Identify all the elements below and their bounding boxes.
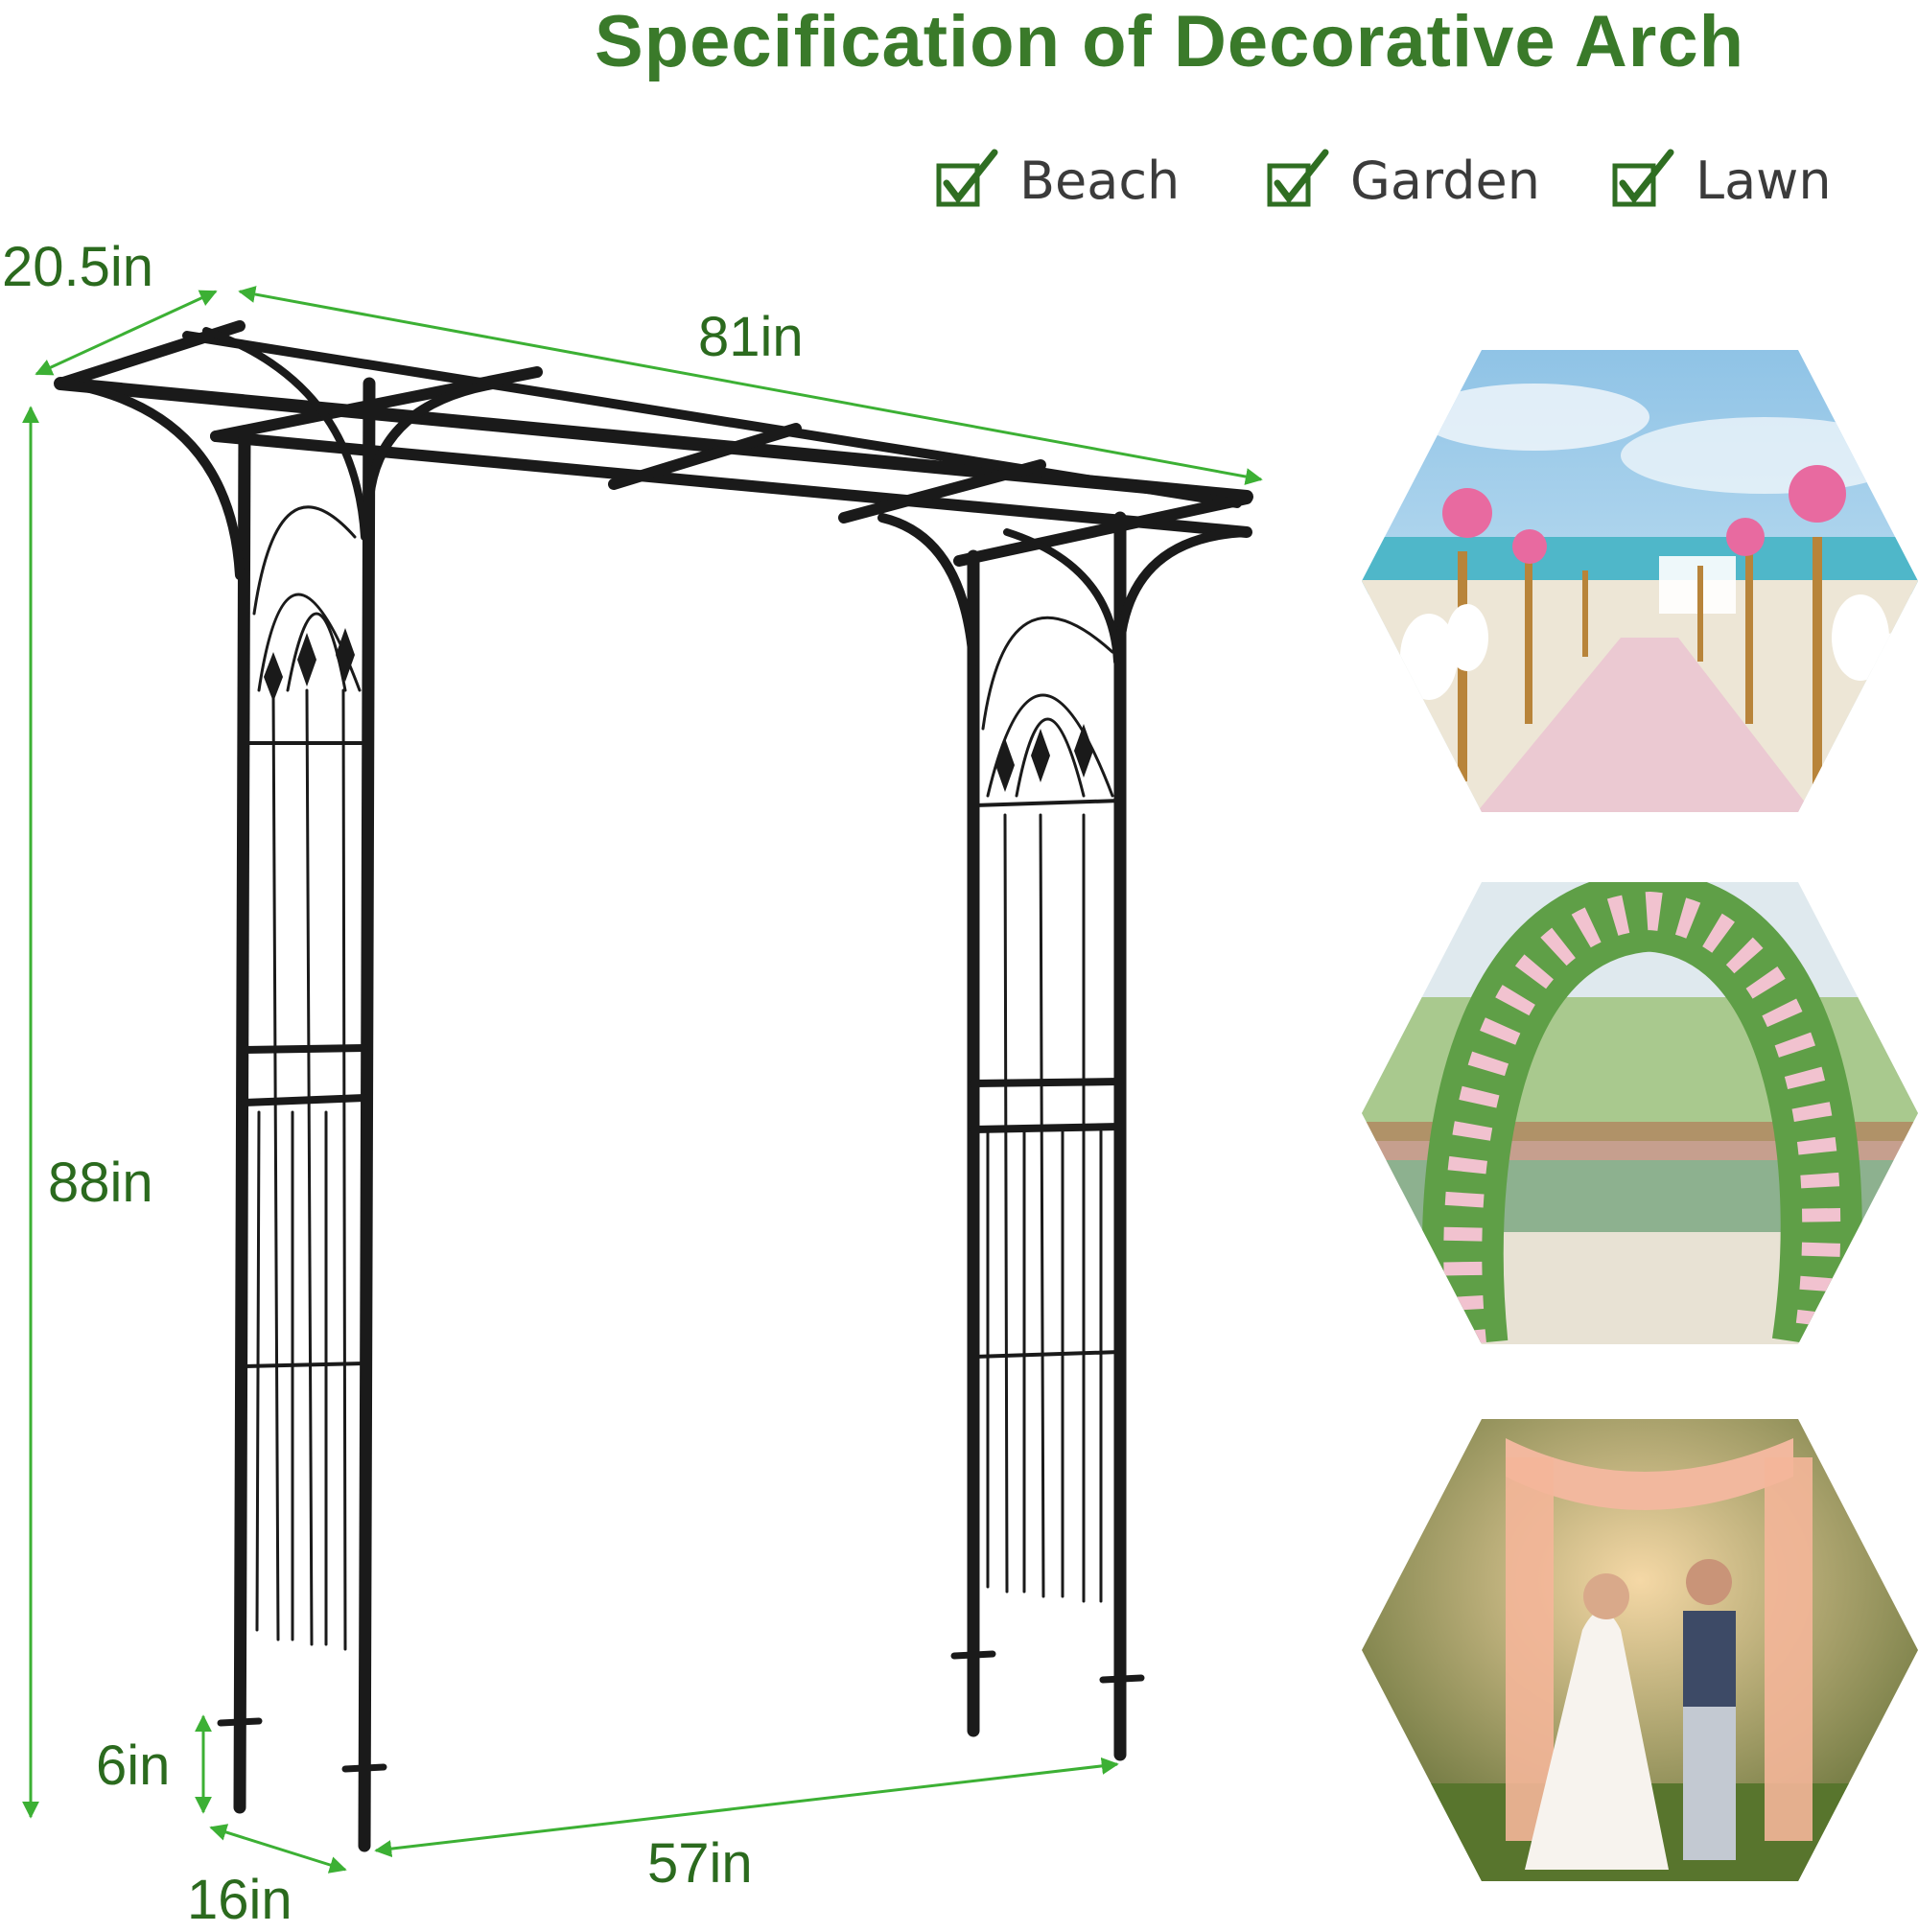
height-label: 88in xyxy=(48,1152,153,1214)
page-title: Specification of Decorative Arch xyxy=(595,1,1745,82)
width-top-line xyxy=(238,286,1263,485)
wedding-couple-lawn-photo xyxy=(1362,1419,1918,1881)
checkbox-checked-icon xyxy=(1612,149,1674,207)
finial-ornaments xyxy=(264,628,1093,792)
use-label: Beach xyxy=(1019,150,1181,211)
use-garden: Garden xyxy=(1266,142,1540,219)
checkbox-checked-icon xyxy=(1267,149,1329,207)
use-cases: Beach Garden Lawn xyxy=(935,142,1894,219)
depth-top-label: 20.5in xyxy=(2,236,154,298)
base-width-label: 57in xyxy=(647,1832,753,1895)
arch-drawing xyxy=(22,286,1263,1874)
use-lawn: Lawn xyxy=(1611,142,1832,219)
width-top-label: 81in xyxy=(698,306,804,368)
base-depth-label: 16in xyxy=(187,1869,292,1931)
use-beach: Beach xyxy=(935,142,1180,219)
use-label: Lawn xyxy=(1696,150,1832,211)
dimension-lines xyxy=(22,286,1263,1874)
checkbox-checked-icon xyxy=(936,149,998,207)
base-width-line xyxy=(374,1757,1119,1858)
flower-arch-garden-photo xyxy=(1362,882,1918,1344)
stake-label: 6in xyxy=(96,1734,171,1797)
beach-wedding-photo xyxy=(1362,350,1918,812)
use-label: Garden xyxy=(1350,150,1540,211)
depth-top-line xyxy=(35,290,218,376)
base-depth-line xyxy=(209,1824,347,1874)
arch-frame xyxy=(54,320,1253,1852)
